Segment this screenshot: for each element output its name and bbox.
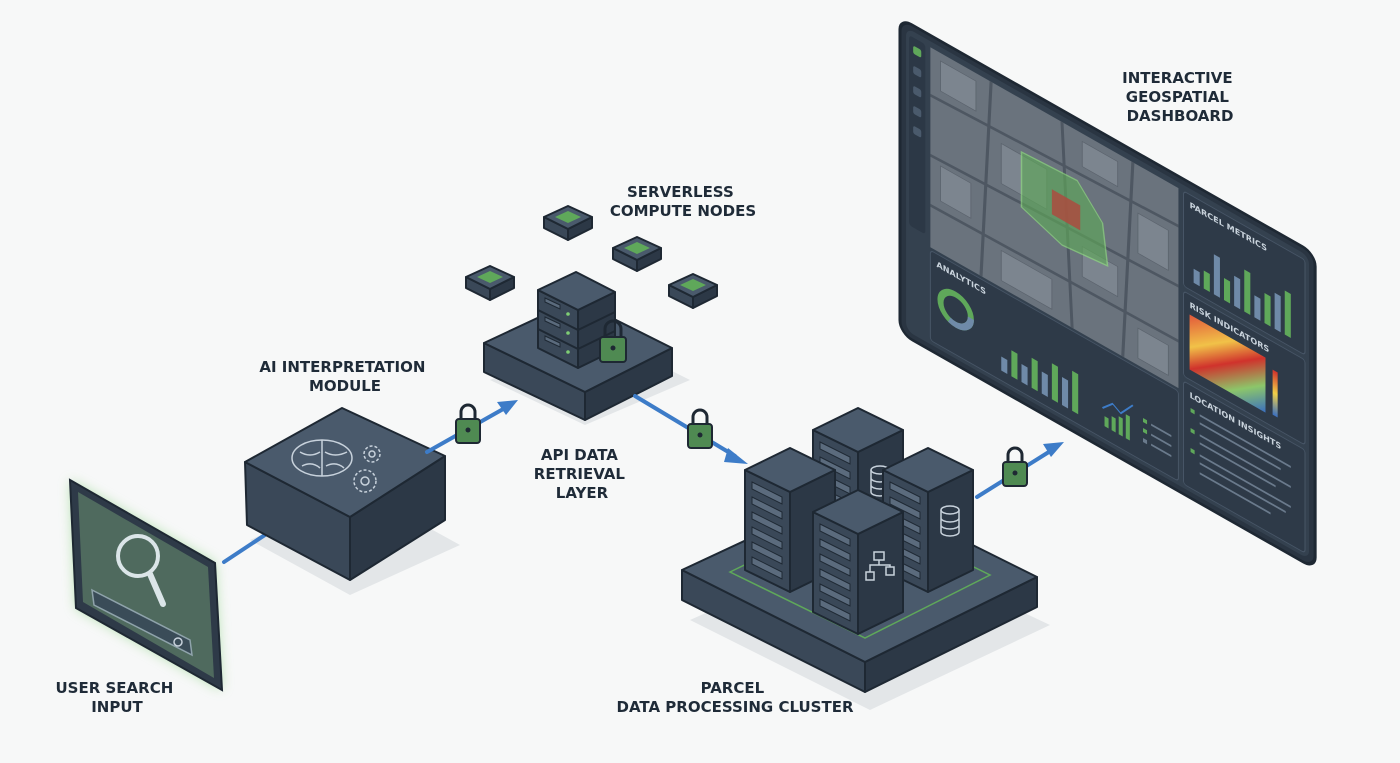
heatmap-icon[interactable] [1189,314,1266,413]
brain-icon [291,439,353,477]
server-rack [812,489,904,635]
donut-chart-icon [937,288,974,331]
dashboard-label: INTERACTIVE GEOSPATIAL DASHBOARD [1122,69,1238,125]
bar [1234,275,1241,310]
bar [1264,292,1271,327]
cluster-label: PARCEL DATA PROCESSING CLUSTER [617,679,854,716]
bar [1274,292,1281,333]
toolbar-button[interactable] [913,105,922,118]
flowchart-icon [865,551,895,581]
serverless-label: SERVERLESS COMPUTE NODES [610,183,756,220]
bar [1051,363,1058,403]
compute-node [668,273,718,309]
bar [1254,295,1261,321]
dashboard-toolbar [909,36,926,234]
heatmap-scale [1272,369,1278,418]
bar-chart-icon [1001,350,1079,415]
bar [1072,370,1079,415]
database-icon [940,505,960,537]
search-icon [116,534,166,607]
flow-arrow-api-to-cluster [633,394,748,464]
api-layer-label: API DATA RETRIEVAL LAYER [534,446,630,502]
bar [1224,277,1231,304]
toolbar-button[interactable] [913,85,922,98]
toolbar-layers-button[interactable] [913,45,922,58]
lock-icon [599,319,627,363]
toolbar-location-button[interactable] [913,125,922,138]
lock-icon [455,403,481,444]
lock-icon [1002,446,1028,487]
bar [1011,350,1018,380]
server-racks [744,407,974,635]
compute-node [612,236,662,272]
server-stack [537,271,616,369]
user-search-label: USER SEARCH INPUT [55,679,178,716]
bar [1041,371,1048,397]
parcel-data-processing-cluster [681,407,1038,693]
bar-chart-icon [1193,254,1291,338]
api-data-retrieval-layer [483,271,673,421]
bar [1203,270,1210,292]
trend-chart-icon [1101,402,1172,458]
parcel-map[interactable] [930,47,1179,389]
analytics-panel: ANALYTICS [929,250,1179,481]
bar [1193,268,1200,287]
bar [1001,356,1008,374]
gear-icon [353,445,381,493]
search-button-icon[interactable] [173,637,183,647]
compute-node [465,265,515,301]
lock-icon [687,408,713,449]
bar [1284,290,1291,338]
bar [1021,363,1028,386]
compute-node [543,205,593,241]
ai-interpretation-module [244,407,446,581]
search-bar[interactable] [91,588,193,657]
bar [1213,254,1220,298]
selected-parcel[interactable] [1051,189,1081,231]
user-search-tablet [68,478,224,692]
geospatial-dashboard: ANALYTICS PARCEL METRICS RISK INDIC [898,21,1317,566]
ai-module-label: AI INTERPRETATION MODULE [259,358,430,395]
toolbar-button[interactable] [913,65,922,78]
bar [1031,357,1038,392]
serverless-compute-nodes [465,205,718,309]
bar [1244,269,1251,315]
bar [1062,376,1069,409]
